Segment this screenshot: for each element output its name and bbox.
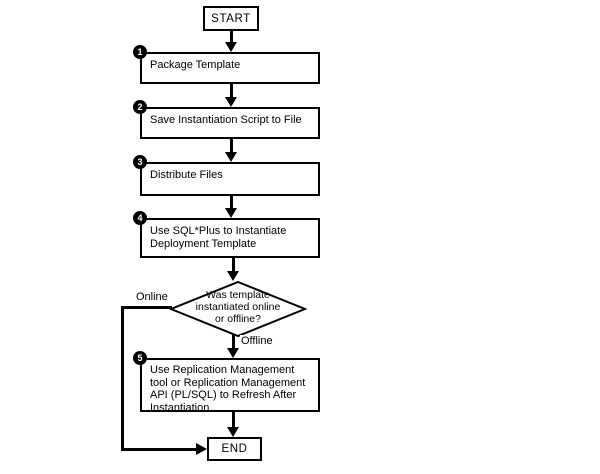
flow-line-step2-step3: [230, 138, 233, 154]
arrowhead-decision-step5: [227, 348, 239, 358]
step3-badge: 3: [133, 155, 147, 169]
online-branch-line-top: [121, 306, 172, 309]
online-branch-line-vertical: [121, 306, 124, 451]
arrowhead-step5-end: [227, 427, 239, 437]
step2-badge-number: 2: [137, 102, 143, 112]
flow-line-decision-step5: [232, 334, 235, 350]
start-terminal: START: [203, 6, 259, 31]
step5-badge-number: 5: [137, 353, 143, 363]
step5-badge: 5: [133, 351, 147, 365]
step1-badge-number: 1: [137, 47, 143, 57]
online-branch-label: Online: [135, 291, 169, 304]
flow-line-start-step1: [230, 30, 233, 43]
arrowhead-step1-step2: [225, 97, 237, 107]
step5-label: Use Replication Management tool or Repli…: [150, 364, 306, 414]
decision-label: Was template instantiated online or offl…: [172, 289, 304, 325]
step1-badge: 1: [133, 45, 147, 59]
step4-label: Use SQL*Plus to Instantiate Deployment T…: [150, 225, 287, 250]
step1-box: Package Template: [140, 52, 320, 84]
arrowhead-start-step1: [225, 42, 237, 52]
step2-badge: 2: [133, 100, 147, 114]
flow-line-step5-end: [232, 411, 235, 428]
offline-branch-label: Offline: [240, 335, 274, 348]
arrowhead-step4-decision: [227, 271, 239, 281]
flow-line-step4-decision: [232, 257, 235, 273]
step3-label: Distribute Files: [150, 169, 223, 181]
arrowhead-online-end: [196, 443, 207, 455]
decision-diamond: [169, 280, 307, 338]
step3-box: Distribute Files: [140, 162, 320, 196]
decision-line-3: or offline?: [215, 313, 261, 325]
arrowhead-step2-step3: [225, 152, 237, 162]
online-branch-line-bottom: [121, 448, 198, 451]
decision-line-2: instantiated online: [195, 301, 281, 313]
flow-line-step3-step4: [230, 195, 233, 209]
start-label: START: [211, 12, 251, 25]
end-label: END: [221, 443, 248, 455]
step4-badge: 4: [133, 211, 147, 225]
step3-badge-number: 3: [137, 157, 143, 167]
decision-line-1: Was template: [206, 289, 270, 301]
step4-box: Use SQL*Plus to Instantiate Deployment T…: [140, 218, 320, 258]
step2-label: Save Instantiation Script to File: [150, 114, 302, 126]
arrowhead-step3-step4: [225, 208, 237, 218]
step1-label: Package Template: [150, 59, 241, 71]
step4-badge-number: 4: [137, 213, 143, 223]
flow-line-step1-step2: [230, 83, 233, 98]
end-terminal: END: [207, 437, 262, 461]
step2-box: Save Instantiation Script to File: [140, 107, 320, 139]
step5-box: Use Replication Management tool or Repli…: [140, 358, 320, 414]
